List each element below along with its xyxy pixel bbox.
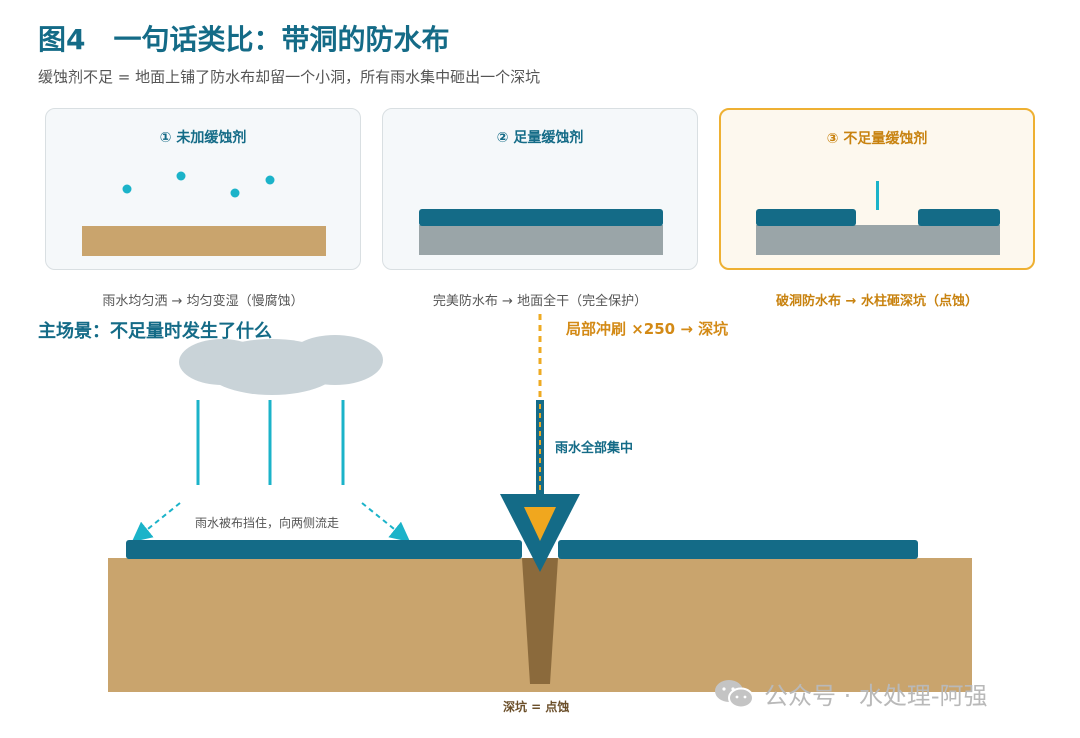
cloth-right	[558, 540, 918, 559]
watermark: 公众号 · 水处理-阿强	[712, 676, 988, 711]
raindrop	[230, 188, 240, 198]
watermark-text: 公众号 · 水处理-阿强	[764, 682, 988, 710]
panel-illustration	[756, 181, 1000, 255]
wechat-icon	[715, 679, 754, 708]
raindrop	[265, 175, 275, 185]
pit-label: 深坑 = 点蚀	[503, 700, 570, 714]
cloth-left	[756, 209, 856, 226]
panel-title: ③ 不足量缓蚀剂	[826, 131, 928, 147]
figure-subtitle: 缓蚀剂不足 = 地面上铺了防水布却留一个小洞，所有雨水集中砸出一个深坑	[38, 68, 541, 86]
panel-title: ② 足量缓蚀剂	[496, 130, 584, 146]
soil-ground	[82, 226, 326, 256]
panel-caption: 雨水均匀洒 → 均匀变湿（慢腐蚀）	[102, 294, 304, 309]
panel-sufficient-inhibitor: ② 足量缓蚀剂	[382, 108, 698, 270]
waterproof-cloth	[419, 209, 663, 226]
water-jet	[876, 181, 879, 210]
panel-caption: 破洞防水布 → 水柱砸深坑（点蚀）	[776, 294, 978, 309]
panel-illustration	[419, 209, 663, 255]
panel-caption: 完美防水布 → 地面全干（完全保护）	[432, 294, 648, 309]
funnel-arrow-core	[524, 507, 556, 541]
cloth-left	[126, 540, 522, 559]
panel-title: ① 未加缓蚀剂	[159, 130, 247, 146]
ground	[756, 225, 1000, 255]
cloth-right	[918, 209, 1000, 226]
runoff-arrow-right	[361, 502, 411, 543]
raindrop	[122, 184, 132, 194]
dry-ground	[419, 225, 663, 255]
panel-insufficient-inhibitor: ③ 不足量缓蚀剂	[719, 108, 1035, 270]
runoff-arrow-left	[131, 502, 181, 543]
cloud-icon	[179, 335, 383, 395]
panel-illustration	[82, 171, 326, 256]
figure-title: 图4 一句话类比：带洞的防水布	[38, 23, 450, 56]
panel-no-inhibitor: ① 未加缓蚀剂	[45, 108, 361, 270]
corrosion-pit	[522, 558, 558, 684]
local-flush-label: 局部冲刷 ×250 → 深坑	[566, 320, 729, 338]
main-scene-title: 主场景：不足量时发生了什么	[38, 321, 272, 342]
rain-concentrated-label: 雨水全部集中	[555, 441, 634, 456]
rain-blocked-label: 雨水被布挡住，向两侧流走	[195, 516, 340, 530]
raindrop	[176, 171, 186, 181]
